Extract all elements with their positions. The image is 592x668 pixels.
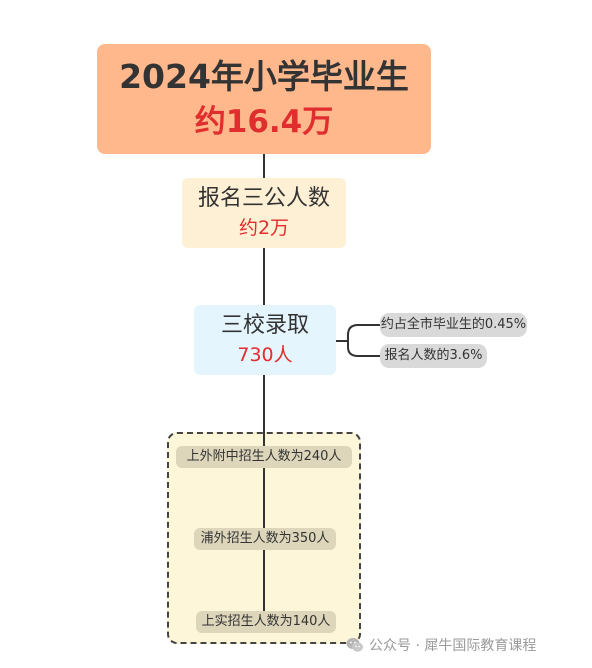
admitted-value: 730人 xyxy=(237,344,293,366)
root-value: 约16.4万 xyxy=(194,104,334,140)
note-pill-share-of-graduates: 约占全市毕业生的0.45% xyxy=(380,313,527,337)
applicants-title: 报名三公人数 xyxy=(197,186,330,211)
note-pill-share-of-applicants: 报名人数的3.6% xyxy=(380,344,487,368)
watermark: 公众号 · 犀牛国际教育课程 xyxy=(346,634,536,656)
applicants-value: 约2万 xyxy=(238,217,290,239)
connector-notes-bracket xyxy=(336,324,380,357)
school-leaf-pudong-foreign-language: 浦外招生人数为350人 xyxy=(194,528,336,550)
watermark-text: 公众号 · 犀牛国际教育课程 xyxy=(369,638,537,654)
root-node: 2024年小学毕业生 约16.4万 xyxy=(97,44,431,154)
admitted-title: 三校录取 xyxy=(220,313,309,338)
wechat-icon xyxy=(346,638,363,652)
applicants-node: 报名三公人数 约2万 xyxy=(182,178,346,248)
admitted-node: 三校录取 730人 xyxy=(194,305,336,375)
school-leaf-shanghai-foreign-language-affiliated: 上外附中招生人数为240人 xyxy=(176,446,352,468)
root-title: 2024年小学毕业生 xyxy=(119,57,409,96)
school-leaf-shanghai-experimental: 上实招生人数为140人 xyxy=(196,611,336,633)
